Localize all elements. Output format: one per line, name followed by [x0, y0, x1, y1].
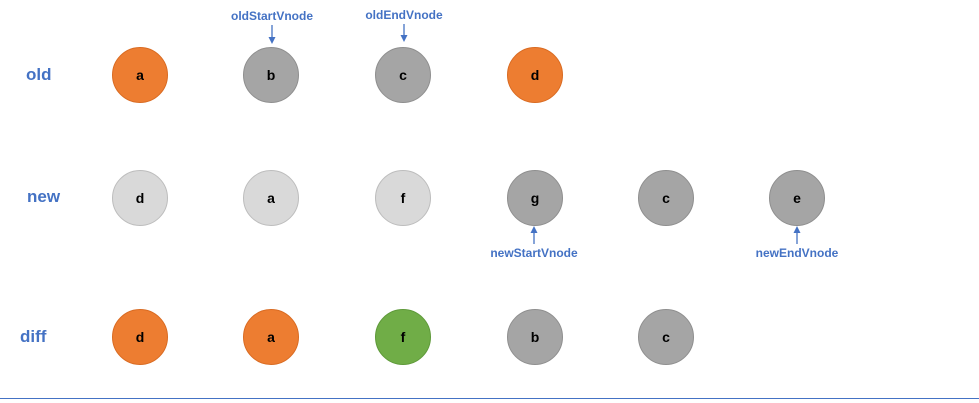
bottom-divider — [0, 398, 979, 399]
old-end-arrow-icon — [400, 24, 408, 42]
diff-node: c — [638, 309, 694, 365]
new-node: g — [507, 170, 563, 226]
new-end-vnode-label: newEndVnode — [755, 246, 839, 260]
diff-row-label: diff — [20, 327, 47, 346]
new-end-arrow-icon — [793, 226, 801, 244]
old-row-label: old — [26, 65, 52, 84]
diff-node: f — [375, 309, 431, 365]
old-node: c — [375, 47, 431, 103]
diff-node: b — [507, 309, 563, 365]
new-node: e — [769, 170, 825, 226]
new-node: f — [375, 170, 431, 226]
new-node: d — [112, 170, 168, 226]
new-start-vnode-label: newStartVnode — [490, 246, 578, 260]
old-node: a — [112, 47, 168, 103]
old-node: b — [243, 47, 299, 103]
old-end-vnode-label: oldEndVnode — [365, 8, 443, 22]
diff-node: d — [112, 309, 168, 365]
old-node: d — [507, 47, 563, 103]
new-node: a — [243, 170, 299, 226]
new-start-arrow-icon — [530, 226, 538, 244]
old-start-arrow-icon — [268, 25, 276, 44]
old-start-vnode-label: oldStartVnode — [230, 9, 314, 23]
diff-node: a — [243, 309, 299, 365]
new-node: c — [638, 170, 694, 226]
new-row-label: new — [27, 187, 61, 206]
